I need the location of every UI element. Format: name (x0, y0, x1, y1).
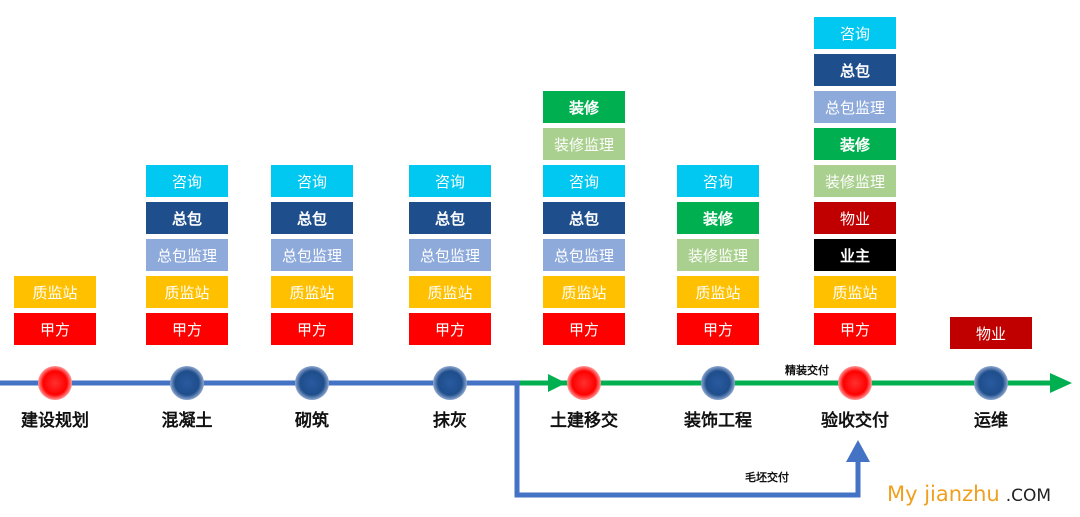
role-box-decoration: 装修 (543, 91, 625, 123)
role-box-gc-supervision: 总包监理 (543, 239, 625, 271)
role-box-quality-station: 质监站 (271, 276, 353, 308)
stage-node-blue (170, 366, 204, 400)
role-box-owner-party: 甲方 (814, 313, 896, 345)
role-box-proprietor: 业主 (814, 239, 896, 271)
role-box-quality-station: 质监站 (146, 276, 228, 308)
role-box-gc-supervision: 总包监理 (146, 239, 228, 271)
role-box-quality-station: 质监站 (677, 276, 759, 308)
fine-delivery-label: 精装交付 (785, 364, 829, 377)
stage-label: 土建移交 (550, 411, 618, 431)
role-box-gc-supervision: 总包监理 (271, 239, 353, 271)
role-box-owner-party: 甲方 (14, 313, 96, 345)
brand-watermark: My jianzhu.COM (887, 482, 1051, 506)
role-box-consult: 咨询 (409, 165, 491, 197)
brand-suffix: .COM (1005, 486, 1052, 506)
stage-label: 砌筑 (295, 411, 329, 431)
role-box-general-contractor: 总包 (146, 202, 228, 234)
rough-delivery-label: 毛坯交付 (745, 471, 789, 484)
brand-main: My jianzhu (887, 482, 1000, 506)
timeline-green-arrowhead-end (1050, 373, 1072, 393)
stage-node-red (38, 366, 72, 400)
role-box-quality-station: 质监站 (14, 276, 96, 308)
role-box-owner-party: 甲方 (677, 313, 759, 345)
role-box-consult: 咨询 (543, 165, 625, 197)
role-box-quality-station: 质监站 (814, 276, 896, 308)
role-box-property: 物业 (950, 317, 1032, 349)
role-box-decoration: 装修 (677, 202, 759, 234)
role-box-general-contractor: 总包 (271, 202, 353, 234)
role-box-owner-party: 甲方 (409, 313, 491, 345)
timeline-green-arrowhead-start (548, 374, 566, 392)
stage-node-blue (295, 366, 329, 400)
role-box-decoration-supervision: 装修监理 (814, 165, 896, 197)
role-box-gc-supervision: 总包监理 (814, 91, 896, 123)
stage-label: 验收交付 (821, 411, 889, 431)
role-box-quality-station: 质监站 (543, 276, 625, 308)
role-box-owner-party: 甲方 (146, 313, 228, 345)
stage-node-blue (701, 366, 735, 400)
stage-label: 建设规划 (21, 411, 89, 431)
role-box-consult: 咨询 (814, 17, 896, 49)
role-box-consult: 咨询 (677, 165, 759, 197)
stage-node-blue (433, 366, 467, 400)
role-box-owner-party: 甲方 (271, 313, 353, 345)
rough-delivery-arrowhead (846, 440, 870, 462)
role-box-decoration: 装修 (814, 128, 896, 160)
role-box-owner-party: 甲方 (543, 313, 625, 345)
role-box-quality-station: 质监站 (409, 276, 491, 308)
role-box-decoration-supervision: 装修监理 (677, 239, 759, 271)
rough-delivery-path (514, 383, 861, 498)
role-box-gc-supervision: 总包监理 (409, 239, 491, 271)
role-box-consult: 咨询 (146, 165, 228, 197)
stage-node-blue (974, 366, 1008, 400)
stage-label: 装饰工程 (684, 411, 752, 431)
stage-label: 抹灰 (433, 411, 467, 431)
stage-node-red (567, 366, 601, 400)
role-box-general-contractor: 总包 (543, 202, 625, 234)
stage-label: 混凝土 (161, 411, 213, 431)
role-box-decoration-supervision: 装修监理 (543, 128, 625, 160)
role-box-consult: 咨询 (271, 165, 353, 197)
role-box-property: 物业 (814, 202, 896, 234)
stage-label: 运维 (974, 411, 1008, 431)
stage-node-red (838, 366, 872, 400)
role-box-general-contractor: 总包 (814, 54, 896, 86)
role-box-general-contractor: 总包 (409, 202, 491, 234)
